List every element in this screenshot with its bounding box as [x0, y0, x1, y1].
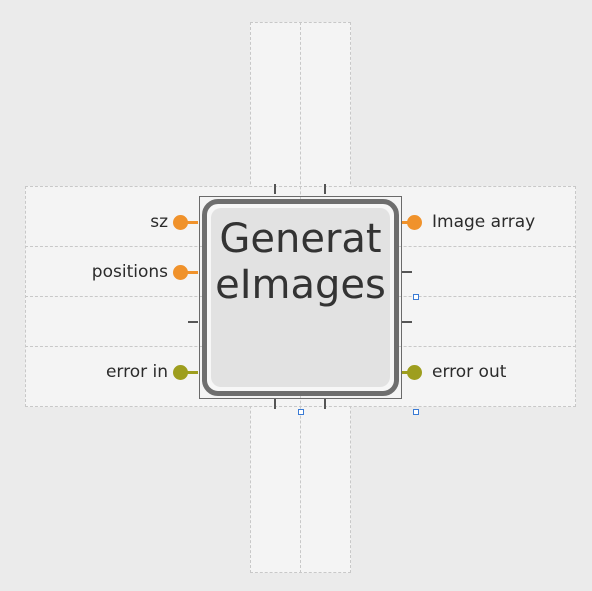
input-terminal-sz[interactable]	[173, 215, 188, 230]
right-tick-row3	[402, 321, 412, 323]
node-title: GenerateImages	[215, 216, 386, 308]
resize-handle-bottom[interactable]	[298, 409, 304, 415]
input-label-positions: positions	[91, 262, 168, 282]
output-label-image-array: Image array	[432, 212, 536, 232]
output-label-error-out: error out	[432, 362, 507, 382]
input-stub-error-in	[186, 371, 198, 374]
node-selection-frame	[199, 196, 402, 399]
resize-handle-right[interactable]	[413, 294, 419, 300]
bottom-tick-right	[324, 399, 326, 409]
right-tick-row2	[402, 271, 412, 273]
node-face: GenerateImages	[211, 208, 390, 387]
bottom-tick-left	[274, 399, 276, 409]
input-stub-positions	[186, 271, 198, 274]
output-terminal-error-out[interactable]	[407, 365, 422, 380]
generate-images-node[interactable]: GenerateImages	[202, 199, 399, 396]
input-terminal-positions[interactable]	[173, 265, 188, 280]
output-terminal-image-array[interactable]	[407, 215, 422, 230]
top-tick-right	[324, 184, 326, 194]
top-tick-left	[274, 184, 276, 194]
input-label-sz: sz	[150, 212, 168, 232]
input-terminal-error-in[interactable]	[173, 365, 188, 380]
left-tick-row3	[188, 321, 198, 323]
input-label-error-in: error in	[105, 362, 168, 382]
input-stub-sz	[186, 221, 198, 224]
resize-handle-corner[interactable]	[413, 409, 419, 415]
